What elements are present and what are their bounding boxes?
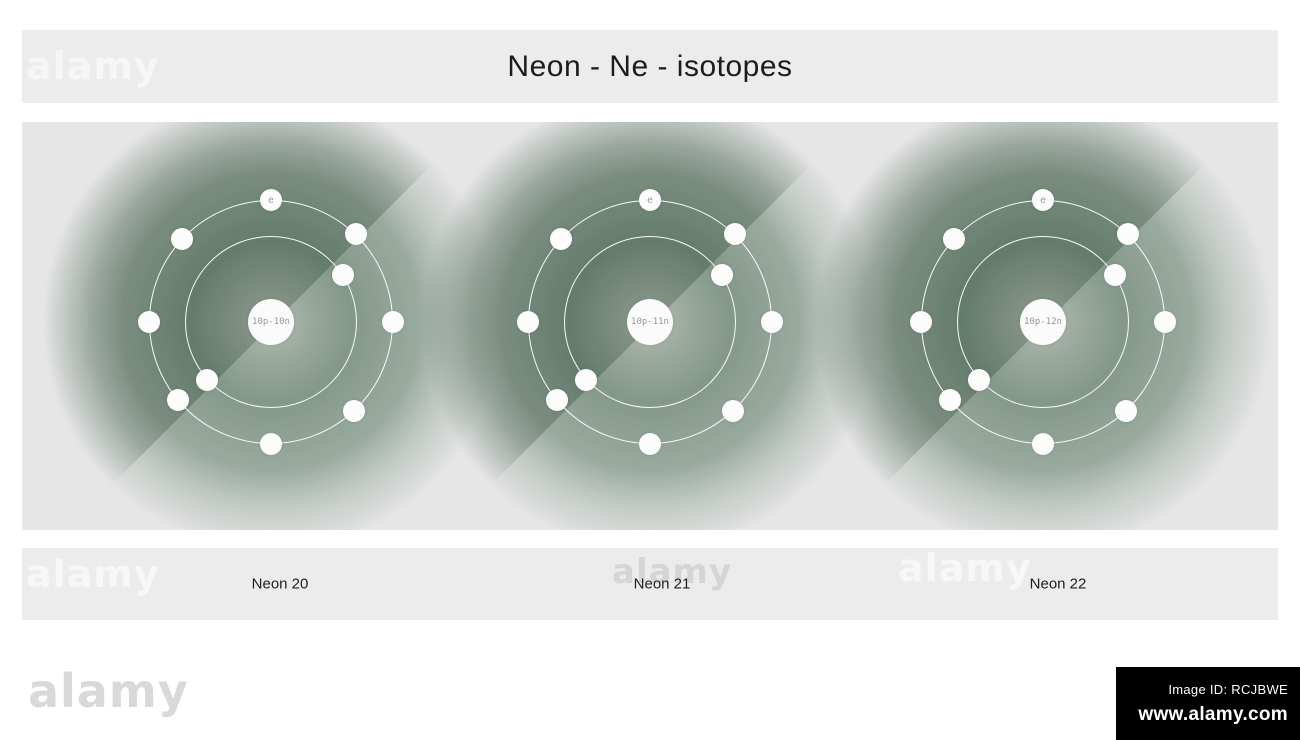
title-bar: Neon - Ne - isotopes <box>22 30 1278 103</box>
electron <box>938 389 961 412</box>
electron <box>138 311 160 333</box>
electron <box>196 368 219 391</box>
electron <box>166 389 189 412</box>
atom-neon-22: 10p-12n e <box>813 122 1273 530</box>
nucleus-label: 10p-10n <box>252 317 290 327</box>
electron <box>545 389 568 412</box>
electron <box>1104 264 1127 287</box>
electron <box>344 223 367 246</box>
electron <box>517 311 539 333</box>
electron <box>910 311 932 333</box>
electron <box>549 227 572 250</box>
electron <box>332 264 355 287</box>
inner-electron-shell <box>185 236 357 408</box>
caption-bar: Neon 20 Neon 21 Neon 22 <box>22 548 1278 620</box>
isotope-diagram-panel: 10p-10n e 10p-11n e 10p-12n e <box>22 122 1278 530</box>
nucleus: 10p-12n <box>1020 299 1066 345</box>
nucleus: 10p-10n <box>248 299 294 345</box>
alamy-url: www.alamy.com <box>1138 703 1288 725</box>
electron <box>382 311 404 333</box>
image-id: Image ID: RCJBWE <box>1168 681 1288 697</box>
atom-caption-neon-20: Neon 20 <box>251 575 309 593</box>
credit-box: Image ID: RCJBWE www.alamy.com <box>1116 667 1300 740</box>
inner-electron-shell <box>564 236 736 408</box>
electron <box>722 400 745 423</box>
electron <box>1115 400 1138 423</box>
electron <box>343 400 366 423</box>
electron <box>170 227 193 250</box>
electron <box>942 227 965 250</box>
atom-caption-neon-21: Neon 21 <box>633 575 691 593</box>
page-title: Neon - Ne - isotopes <box>507 49 793 83</box>
electron: e <box>639 189 661 211</box>
electron <box>711 264 734 287</box>
electron <box>260 433 282 455</box>
nucleus-label: 10p-11n <box>631 317 669 327</box>
electron <box>575 368 598 391</box>
electron <box>761 311 783 333</box>
nucleus-label: 10p-12n <box>1024 317 1062 327</box>
electron <box>1032 433 1054 455</box>
electron: e <box>1032 189 1054 211</box>
atom-neon-21: 10p-11n e <box>420 122 880 530</box>
electron <box>1154 311 1176 333</box>
alamy-logo-watermark: alamy <box>28 664 189 718</box>
inner-electron-shell <box>957 236 1129 408</box>
nucleus: 10p-11n <box>627 299 673 345</box>
electron <box>1116 223 1139 246</box>
electron <box>639 433 661 455</box>
electron <box>968 368 991 391</box>
electron: e <box>260 189 282 211</box>
atom-caption-neon-22: Neon 22 <box>1029 575 1087 593</box>
electron <box>723 223 746 246</box>
